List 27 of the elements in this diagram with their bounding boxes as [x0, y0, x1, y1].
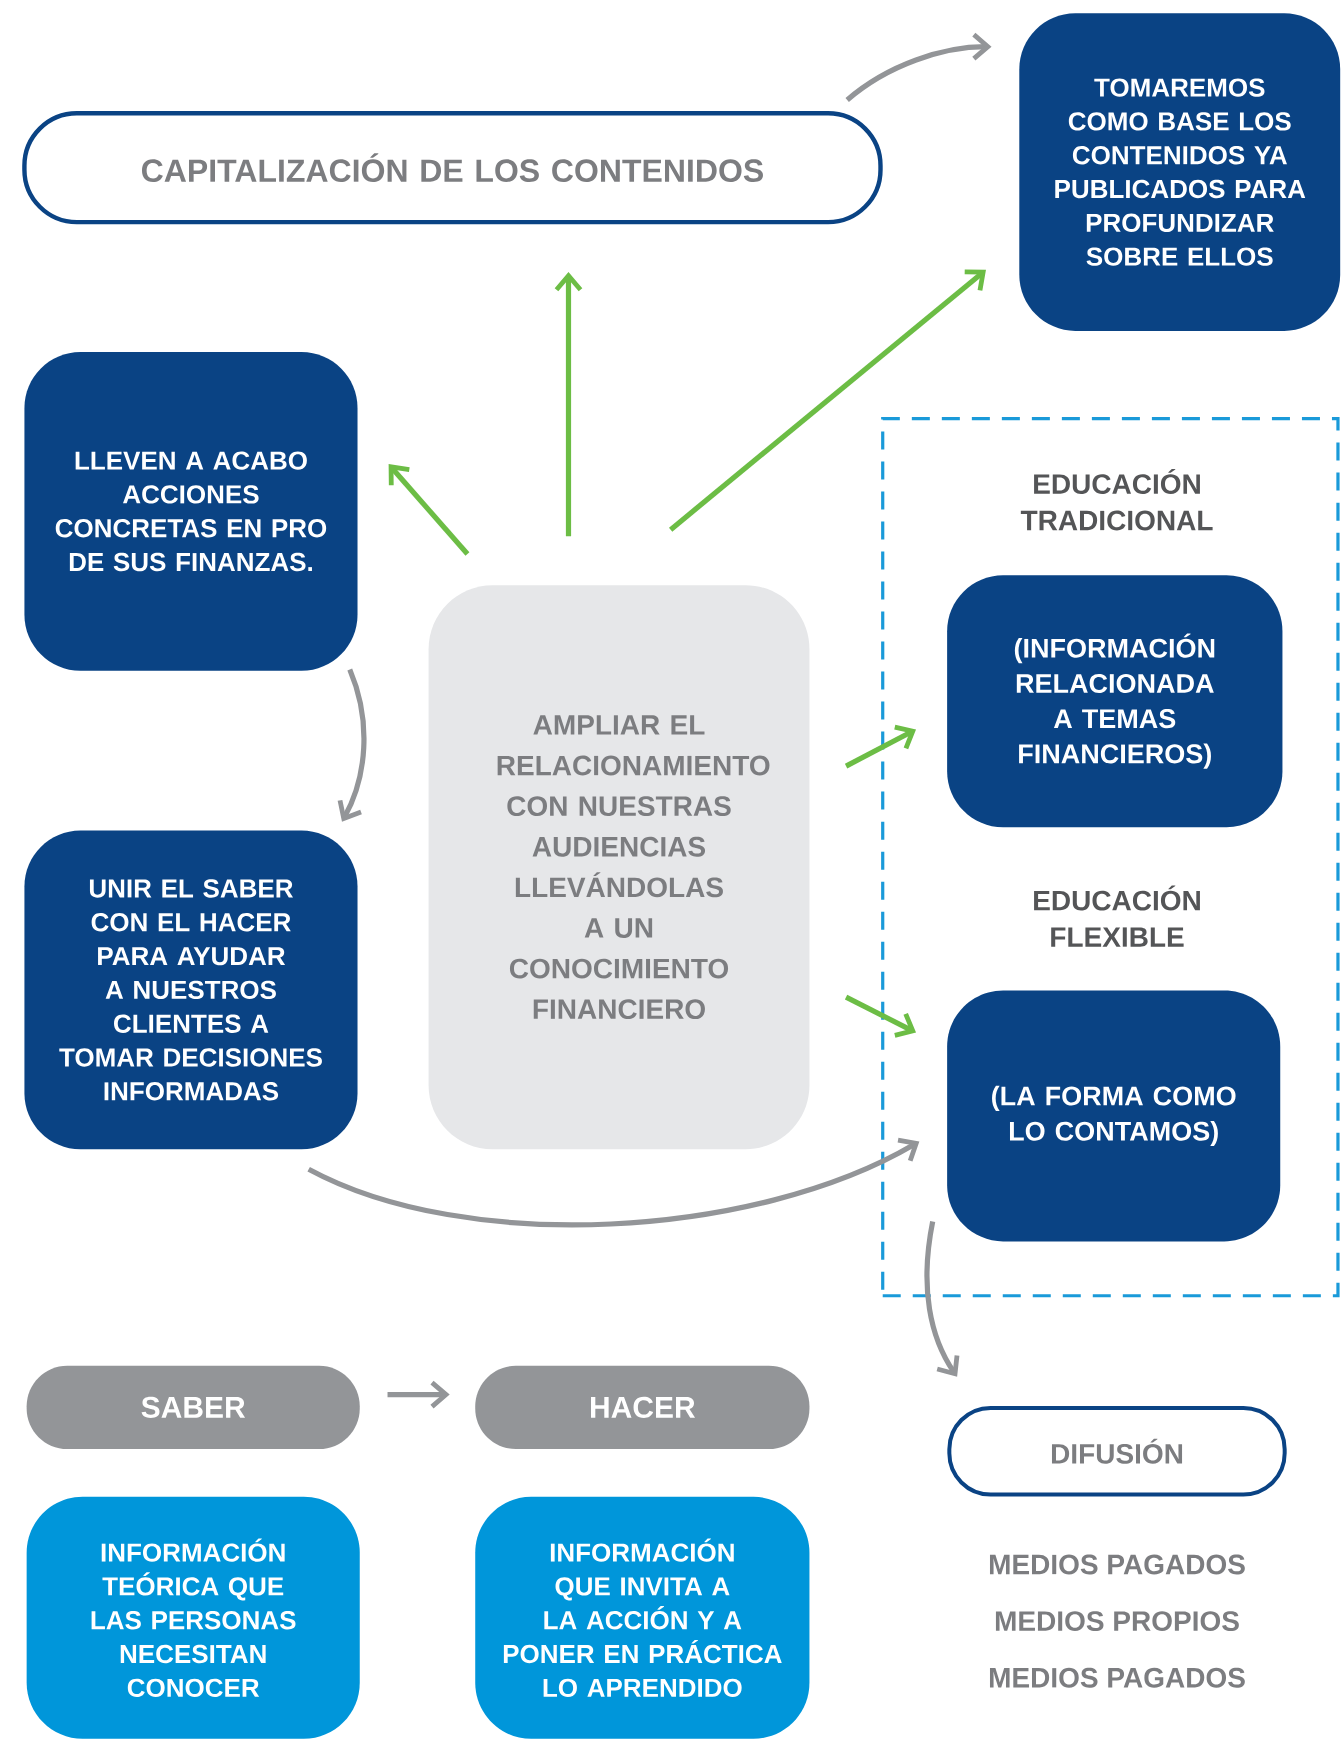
arrow	[668, 269, 986, 532]
arrow	[844, 994, 916, 1038]
process-box: (INFORMACIÓN RELACIONADA A TEMAS FINANCIEROS)	[946, 575, 1283, 828]
region-heading: EDUCACIÓN FLEXIBLE	[1033, 885, 1200, 947]
process-box: TOMAREMOS COMO BASE LOS CONTENIDOS YA PUBLICADOS PARA PROFUNDIZAR SOBRE ELLOS	[1019, 13, 1340, 331]
arrow	[924, 1220, 960, 1377]
process-box: (LA FORMA COMO LO CONTAMOS)	[946, 990, 1281, 1242]
media-label: MEDIOS PROPIOS	[995, 1611, 1239, 1632]
arrow	[845, 32, 992, 102]
process-box: LLEVEN A ACABO ACCIONES CONCRETAS EN PRO DE SUS FINANZAS.	[24, 352, 358, 671]
media-label: MEDIOS PAGADOS	[989, 1554, 1245, 1575]
arrow	[554, 272, 583, 537]
pill-box: SABER	[26, 1365, 360, 1449]
region-heading: EDUCACIÓN TRADICIONAL	[1020, 468, 1213, 531]
process-box: UNIR EL SABER CON EL HACER PARA AYUDAR A NUESTROS CLIENTES A TOMAR DECISIONES INFORMADAS	[24, 830, 358, 1150]
info-box: INFORMACIÓN TEÓRICA QUE LAS PERSONAS NECESITAN CONOCER	[26, 1496, 360, 1739]
arrow	[337, 668, 367, 822]
arrow	[388, 464, 470, 556]
arrow	[387, 1380, 450, 1409]
central-box: AMPLIAR EL RELACIONAMIENTO CON NUESTRAS AUDIENCIAS LLEVÁNDOLAS A UN CONOCIMIENTO FINANCIERO	[428, 585, 810, 1150]
pill-box: CAPITALIZACIÓN DE LOS CONTENIDOS	[22, 111, 883, 225]
pill-box: DIFUSIÓN	[947, 1405, 1287, 1497]
arrow	[307, 1137, 920, 1228]
media-label: MEDIOS PAGADOS	[989, 1667, 1245, 1688]
info-box: INFORMACIÓN QUE INVITA A LA ACCIÓN Y A PONER EN PRÁCTICA LO APRENDIDO	[475, 1496, 810, 1739]
arrow	[844, 724, 916, 769]
pill-box: HACER	[475, 1365, 810, 1449]
